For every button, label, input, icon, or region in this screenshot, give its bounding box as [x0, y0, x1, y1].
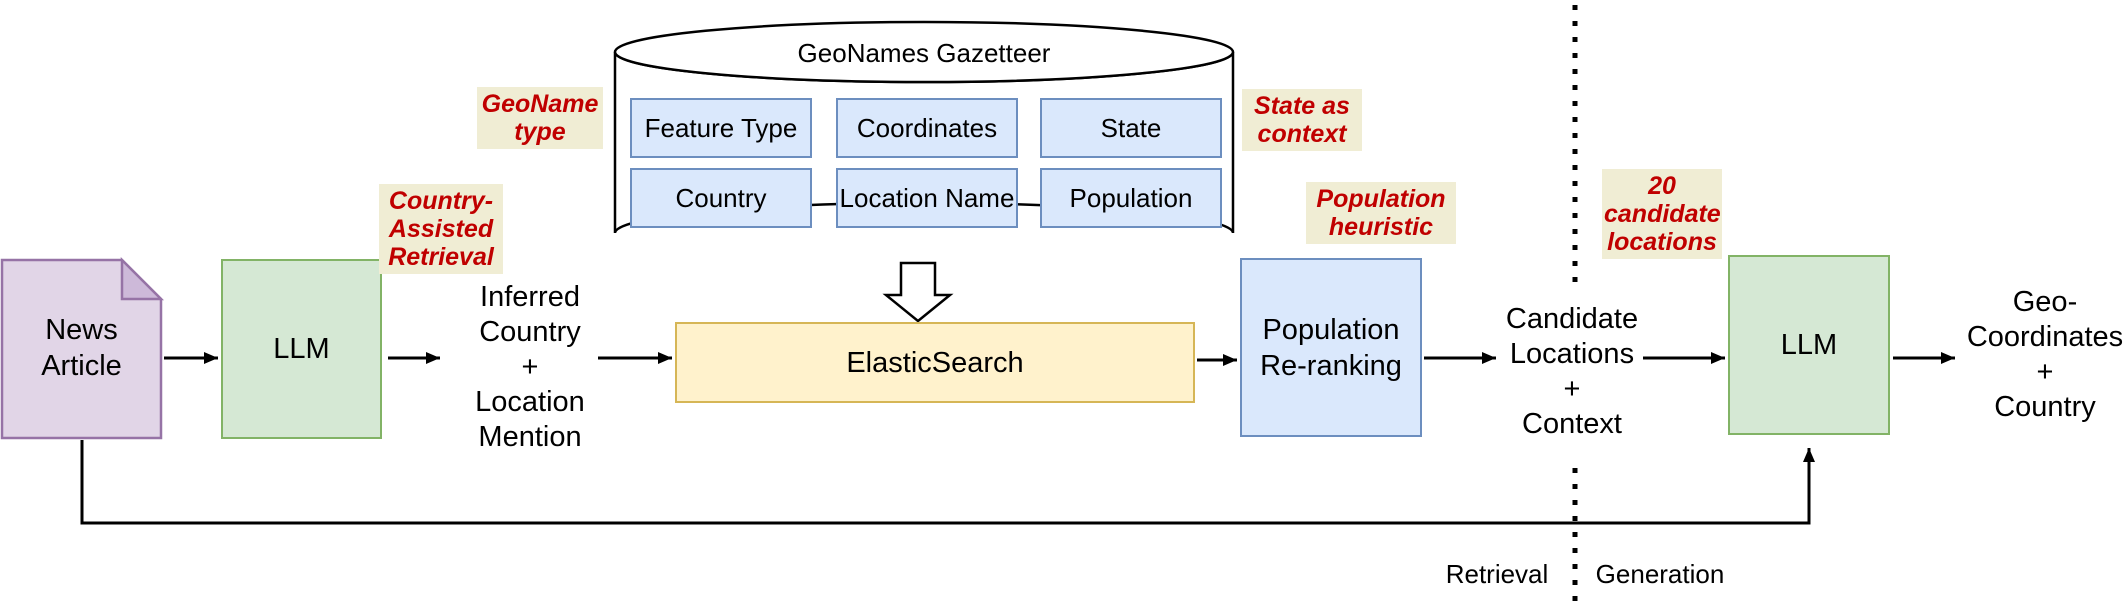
field-box-country: Country	[630, 168, 812, 228]
gazetteer-title: GeoNames Gazetteer	[797, 38, 1051, 68]
news-article-shape	[0, 256, 165, 440]
geo-coordinates-country-text: Geo- Coordinates + Country	[1966, 286, 2124, 423]
inferred-country-location-text: Inferred Country + Location Mention	[475, 281, 585, 453]
arrow-news-to-llm-feedback	[80, 440, 1815, 525]
llm-retrieval-node: LLM	[221, 259, 382, 439]
field-box-feature-type: Feature Type	[630, 98, 812, 158]
field-box-population: Population	[1040, 168, 1222, 228]
elasticsearch-node: ElasticSearch	[675, 322, 1195, 403]
population-reranking-node: Population Re-ranking	[1240, 258, 1422, 437]
elasticsearch-label: ElasticSearch	[846, 346, 1024, 379]
field-box-coordinates: Coordinates	[836, 98, 1018, 158]
block-arrow-down-icon	[882, 261, 954, 323]
annotation-20-candidate-locations: 20 candidate locations	[1602, 169, 1722, 259]
annotation-state-as-context: State as context	[1242, 89, 1362, 151]
candidate-locations-context-text: Candidate Locations + Context	[1505, 303, 1639, 440]
llm-generation-node: LLM	[1728, 255, 1890, 435]
field-box-location-name: Location Name	[836, 168, 1018, 228]
llm-generation-label: LLM	[1780, 329, 1838, 361]
annotation-country-assisted-retrieval: Country- Assisted Retrieval	[379, 184, 503, 274]
annotation-population-heuristic: Population heuristic	[1306, 182, 1456, 244]
folded-corner	[120, 256, 165, 301]
phase-label-generation: Generation	[1595, 559, 1725, 589]
field-box-state: State	[1040, 98, 1222, 158]
annotation-geoname-type: GeoName type	[477, 87, 603, 149]
news-article-label: News Article	[41, 314, 122, 382]
llm-retrieval-label: LLM	[273, 333, 330, 365]
phase-label-retrieval: Retrieval	[1445, 559, 1549, 589]
